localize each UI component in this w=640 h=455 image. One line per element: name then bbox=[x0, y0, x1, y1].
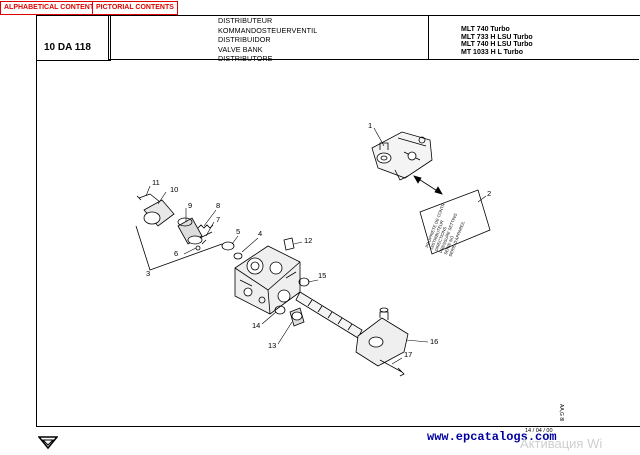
title-it: DISTRIBUTORE bbox=[218, 54, 273, 64]
part-12-pin bbox=[283, 237, 295, 251]
part-13-plug bbox=[289, 307, 305, 327]
callout-9: 9 bbox=[188, 201, 192, 210]
title-fr: DISTRIBUTEUR bbox=[218, 16, 273, 25]
callout-1: 1 bbox=[368, 121, 372, 130]
part-8-spring bbox=[197, 224, 214, 229]
part-6-ball bbox=[195, 245, 201, 251]
part-14-washer bbox=[274, 305, 286, 315]
part-15-oring bbox=[298, 277, 310, 287]
site-link[interactable]: www.epcatalogs.com bbox=[427, 430, 557, 444]
title-block: DISTRIBUTEUR KOMMANDOSTEUERVENTIL DISTRI… bbox=[218, 16, 317, 64]
valve-body bbox=[234, 245, 301, 315]
callout-11: 11 bbox=[152, 178, 160, 187]
callout-13: 13 bbox=[268, 341, 276, 350]
activation-watermark: Активация Wi bbox=[520, 436, 603, 451]
part-16-cap bbox=[355, 307, 409, 367]
reference-code: 10 DA 118 bbox=[44, 42, 91, 53]
part-9-cylinder bbox=[177, 217, 203, 245]
title-en: VALVE BANK bbox=[218, 44, 263, 54]
header-divider-right bbox=[428, 15, 429, 59]
callout-7: 7 bbox=[216, 215, 220, 224]
callout-6: 6 bbox=[174, 249, 178, 258]
part-10-end-cap bbox=[143, 199, 175, 227]
arrowhead-bottom bbox=[434, 186, 443, 195]
title-de: KOMMANDOSTEUERVENTIL bbox=[218, 25, 318, 35]
part-17-screw bbox=[379, 359, 405, 377]
header-divider-left bbox=[108, 15, 109, 59]
callout-12: 12 bbox=[304, 236, 312, 245]
part-7-pin bbox=[199, 231, 213, 245]
down-arrow-icon[interactable] bbox=[37, 434, 59, 450]
part-11-screw bbox=[136, 193, 161, 203]
part-1-valve bbox=[371, 131, 433, 181]
spool bbox=[295, 291, 363, 339]
bracket-3 bbox=[135, 225, 223, 271]
page-frame bbox=[36, 15, 640, 427]
callout-14: 14 bbox=[252, 321, 260, 330]
callout-5: 5 bbox=[236, 227, 240, 236]
arrowhead-top bbox=[413, 175, 422, 184]
model-item: MT 1033 H L Turbo bbox=[461, 48, 523, 56]
title-es: DISTRIBUIDOR bbox=[218, 35, 271, 45]
callout-15: 15 bbox=[318, 271, 326, 280]
part-5-seal bbox=[221, 241, 235, 251]
down-arrow-glyph bbox=[37, 436, 59, 450]
callout-4: 4 bbox=[258, 229, 262, 238]
model-list: MLT 740 Turbo MLT 733 H LSU Turbo MLT 74… bbox=[461, 26, 533, 56]
pictorial-contents-link[interactable]: PICTORIAL CONTENTS bbox=[92, 1, 178, 15]
callout-2: 2 bbox=[487, 189, 491, 198]
callout-8: 8 bbox=[216, 201, 220, 210]
leader-lines bbox=[145, 127, 487, 365]
part-4-ring bbox=[233, 252, 243, 260]
revision-date: 14 / 04 / 00 bbox=[525, 428, 553, 434]
callout-10: 10 bbox=[170, 185, 178, 194]
callout-3: 3 bbox=[146, 269, 150, 278]
callout-16: 16 bbox=[430, 337, 438, 346]
model-item: MLT 740 Turbo bbox=[461, 26, 510, 33]
model-item: MLT 733 H LSU Turbo bbox=[461, 33, 533, 41]
ref-code-box bbox=[36, 15, 111, 61]
part-2-label-plate: PROPRIETE DE CONTR DISTRIBUTEUR DIRECTIO… bbox=[419, 189, 491, 257]
header-bottom-line bbox=[108, 59, 639, 60]
model-item: MLT 740 H LSU Turbo bbox=[461, 41, 533, 49]
callout-17: 17 bbox=[404, 350, 412, 359]
side-code: AA,G 8l bbox=[558, 404, 564, 422]
